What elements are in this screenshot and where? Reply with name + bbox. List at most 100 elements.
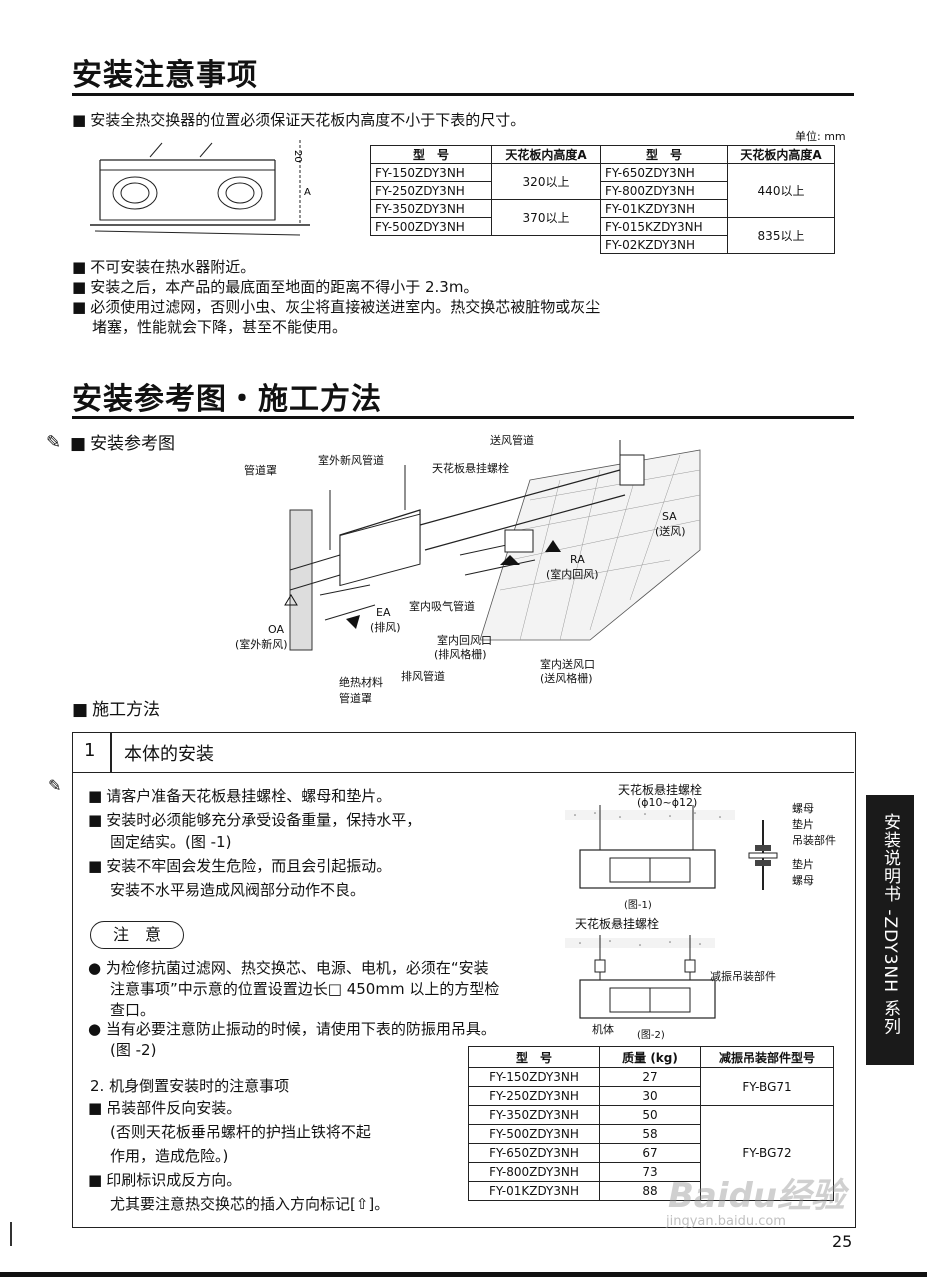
model-cell: FY-150ZDY3NH xyxy=(468,1067,600,1087)
weight-cell: 67 xyxy=(599,1143,701,1163)
model-cell: FY-150ZDY3NH xyxy=(370,163,492,182)
note-water-heater: 不可安装在热水器附近。 xyxy=(72,257,255,278)
fig1-nut2: 螺母 xyxy=(792,874,814,887)
title-rule xyxy=(72,416,854,419)
model-cell: FY-800ZDY3NH xyxy=(468,1162,600,1182)
note2-reverse-label: 印刷标识成反方向。 xyxy=(88,1170,241,1191)
label-oa: OA xyxy=(268,623,284,636)
intro-text: 安装全热交换器的位置必须保证天花板内高度不小于下表的尺寸。 xyxy=(72,110,525,131)
sub-title-construction: 施工方法 xyxy=(72,700,160,721)
hand-mark-icon: ✎ xyxy=(46,432,62,453)
hand-mark-icon: ✎ xyxy=(48,776,62,795)
margin-mark xyxy=(10,1222,12,1246)
unit-label: 单位: mm xyxy=(795,130,846,143)
height-cell: 835以上 xyxy=(727,217,835,254)
label-ea-cn: (排风) xyxy=(370,621,401,634)
th-height2: 天花板内高度A xyxy=(727,145,835,164)
ceiling-height-drawing: 20 A xyxy=(90,140,311,236)
label-outdoor-duct: 室外新风管道 xyxy=(318,454,384,467)
model-cell: FY-02KZDY3NH xyxy=(600,235,728,254)
weight-cell: 58 xyxy=(599,1124,701,1144)
step1-bullet-weight-cont: 固定结实。(图 -1) xyxy=(110,833,232,851)
step1-title: 本体的安装 xyxy=(124,744,214,765)
label-hanging-bolt: 天花板悬挂螺栓 xyxy=(432,462,509,475)
installation-diagram xyxy=(284,440,701,651)
label-ra: RA xyxy=(570,553,585,566)
note2-reverse-hanger: 吊装部件反向安装。 xyxy=(88,1098,241,1119)
fig1-hanger: 吊装部件 xyxy=(792,834,836,847)
bottom-rule xyxy=(0,1272,927,1277)
height-cell: 440以上 xyxy=(727,163,835,218)
th-model2: 型 号 xyxy=(600,145,728,164)
label-indoor-intake: 室内吸气管道 xyxy=(409,600,475,613)
height-cell: 370以上 xyxy=(491,199,601,236)
part-cell: FY-BG71 xyxy=(700,1067,834,1106)
note-floor-distance: 安装之后，本产品的最底面至地面的距离不得小于 2.3m。 xyxy=(72,277,478,298)
figure-2-drawing xyxy=(565,935,716,1019)
note2-reverse-hanger-cont1: (否则天花板垂吊螺杆的护挡止铁将不起 xyxy=(110,1123,371,1141)
caution-vibration: ● 当有必要注意防止振动的时候，请使用下表的防振用吊具。 xyxy=(88,1020,496,1038)
fig2-damper: 减振吊装部件 xyxy=(710,970,776,983)
fig1-bolt-label: 天花板悬挂螺栓 xyxy=(618,783,703,797)
model-cell: FY-250ZDY3NH xyxy=(370,181,492,200)
sub-title-reference: 安装参考图 xyxy=(70,434,175,455)
caution-inspection-cont2: 查口。 xyxy=(110,1001,156,1019)
caution-inspection-text: 为检修抗菌过滤网、热交换芯、电源、电机，必须在“安装 xyxy=(105,959,489,977)
note2-title: 2. 机身倒置安装时的注意事项 xyxy=(90,1077,290,1095)
part-cell: FY-BG72 xyxy=(700,1105,834,1201)
weight-cell: 27 xyxy=(599,1067,701,1087)
label-supply-port: 室内送风口 xyxy=(540,658,595,671)
caution-vibration-cont: (图 -2) xyxy=(110,1041,157,1059)
model-cell: FY-500ZDY3NH xyxy=(370,217,492,236)
model-cell: FY-650ZDY3NH xyxy=(600,163,728,182)
note-filter-cont: 堵塞，性能就会下降，甚至不能使用。 xyxy=(92,318,348,336)
th-part: 减振吊装部件型号 xyxy=(700,1046,834,1068)
dim-20: 20 xyxy=(292,150,303,163)
weight-cell: 50 xyxy=(599,1105,701,1125)
label-return-port-cn: (排风格栅) xyxy=(434,648,487,661)
section-title-install-notes: 安装注意事项 xyxy=(72,58,258,93)
th-model: 型 号 xyxy=(370,145,492,164)
fig1-washer2: 垫片 xyxy=(792,858,814,871)
th-weight: 质量 (kg) xyxy=(599,1046,701,1068)
model-cell: FY-800ZDY3NH xyxy=(600,181,728,200)
label-sa-cn: (送风) xyxy=(655,525,686,538)
fig1-caption: (图-1) xyxy=(624,900,652,911)
page-number: 25 xyxy=(832,1232,853,1251)
label-ra-cn: (室内回风) xyxy=(546,568,599,581)
note2-reverse-label-cont: 尤其要注意热交换芯的插入方向标记[⇧]。 xyxy=(110,1195,390,1213)
model-cell: FY-015KZDY3NH xyxy=(600,217,728,236)
ceiling-height-table: 型 号 天花板内高度A 型 号 天花板内高度A FY-150ZDY3NH 320… xyxy=(370,145,835,254)
model-cell: FY-650ZDY3NH xyxy=(468,1143,600,1163)
label-return-port: 室内回风口 xyxy=(437,634,492,647)
weight-cell: 30 xyxy=(599,1086,701,1106)
label-exhaust-duct: 排风管道 xyxy=(401,670,445,683)
model-cell: FY-01KZDY3NH xyxy=(600,199,728,218)
dim-a: A xyxy=(304,187,311,198)
side-tab-label: 安装说明书 -ZDY3NH 系列 xyxy=(880,813,900,1036)
fig2-bolt-label: 天花板悬挂螺栓 xyxy=(575,917,660,931)
step1-bullet-danger-cont: 安装不水平易造成风阀部分动作不良。 xyxy=(110,881,366,899)
step1-bullet-bolts: 请客户准备天花板悬挂螺栓、螺母和垫片。 xyxy=(88,786,391,807)
weight-cell: 88 xyxy=(599,1181,701,1201)
th-height: 天花板内高度A xyxy=(491,145,601,164)
height-cell: 320以上 xyxy=(491,163,601,200)
model-cell: FY-01KZDY3NH xyxy=(468,1181,600,1201)
label-duct-cover2: 管道罩 xyxy=(339,692,372,705)
side-tab: 安装说明书 -ZDY3NH 系列 xyxy=(866,795,914,1065)
label-duct-cover: 管道罩 xyxy=(244,464,277,477)
title-rule xyxy=(72,93,854,96)
figure-1-drawing xyxy=(565,805,778,890)
watermark-url: jingyan.baidu.com xyxy=(666,1214,786,1229)
fig2-caption: (图-2) xyxy=(637,1030,665,1041)
fig1-nut: 螺母 xyxy=(792,802,814,815)
damper-table: 型 号 质量 (kg) 减振吊装部件型号 FY-150ZDY3NH 27 FY-… xyxy=(468,1046,834,1201)
th-model: 型 号 xyxy=(468,1046,600,1068)
model-cell: FY-250ZDY3NH xyxy=(468,1086,600,1106)
label-insulation: 绝热材料 xyxy=(339,676,383,689)
note2-reverse-hanger-cont2: 作用，造成危险。) xyxy=(110,1147,229,1165)
caution-vibration-text: 当有必要注意防止振动的时候，请使用下表的防振用吊具。 xyxy=(105,1020,496,1038)
label-oa-cn: (室外新风) xyxy=(235,638,288,651)
caution-badge: 注 意 xyxy=(90,921,184,949)
caution-inspection: ● 为检修抗菌过滤网、热交换芯、电源、电机，必须在“安装 xyxy=(88,959,489,977)
